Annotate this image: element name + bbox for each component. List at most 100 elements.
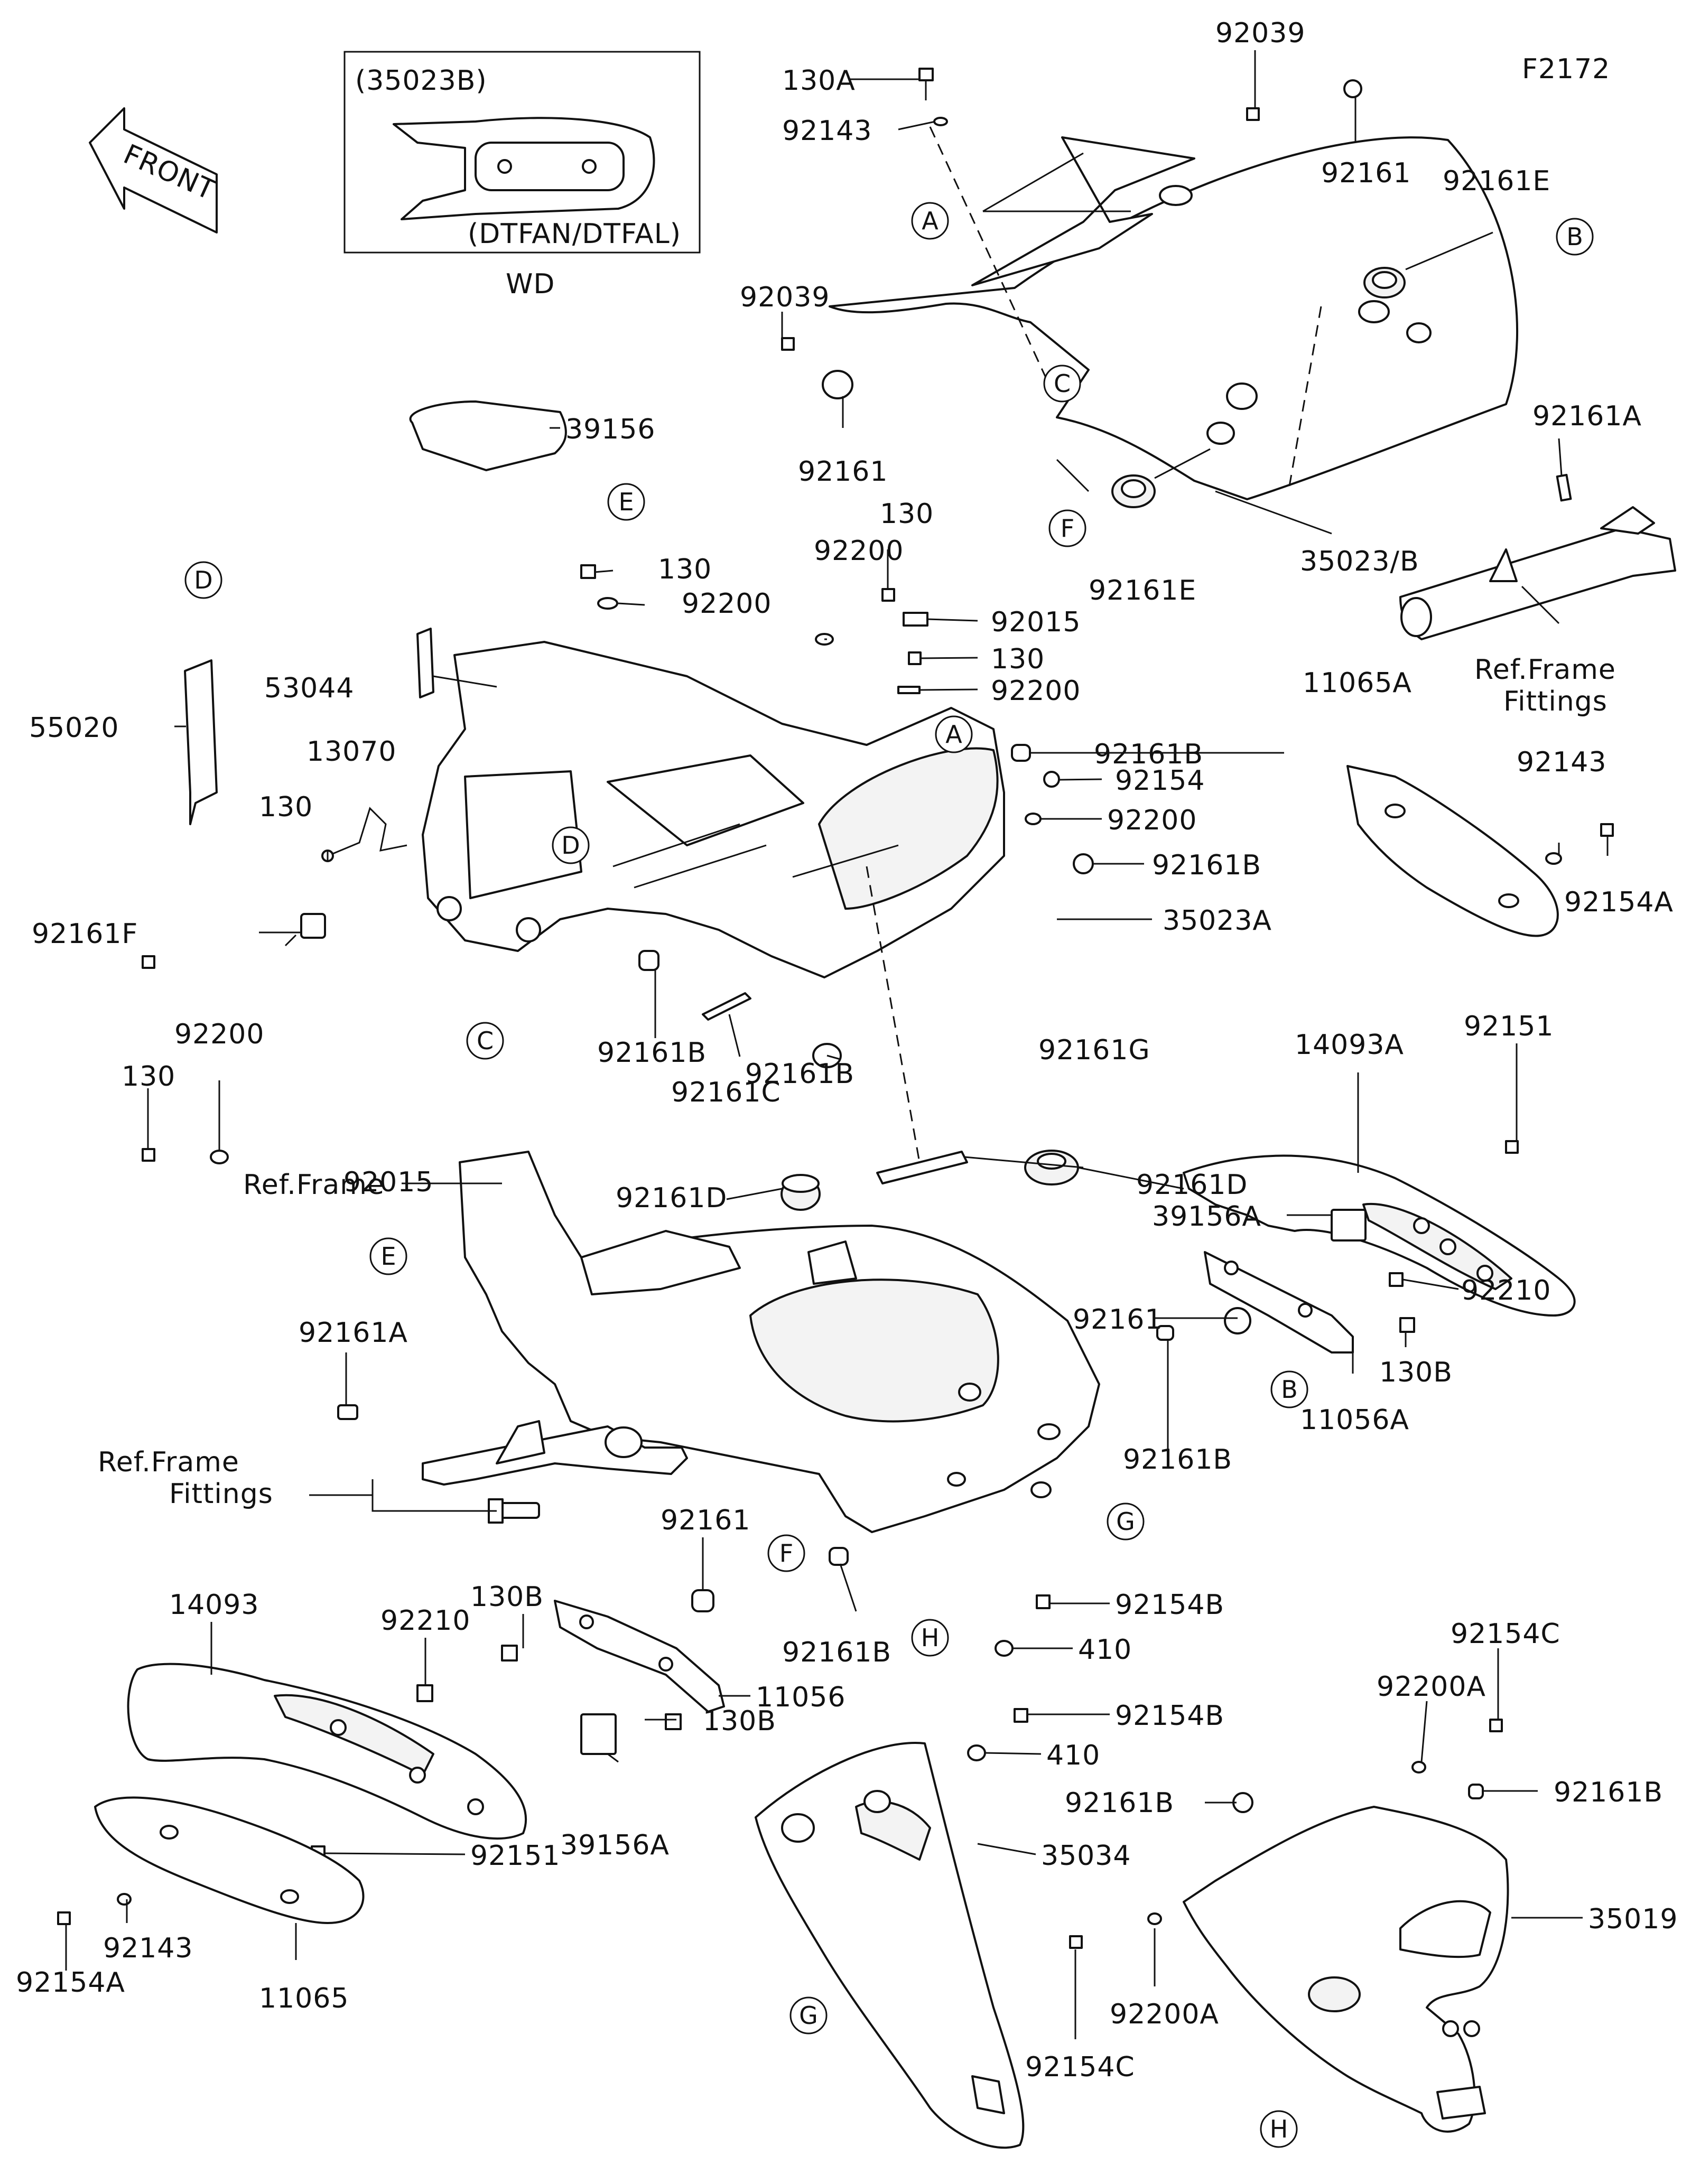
part-label: 92161G [1038, 1034, 1150, 1066]
grommet-icon [1468, 1784, 1484, 1799]
bolt-icon [665, 1713, 682, 1730]
block-part [284, 913, 326, 947]
part-label: 92161B [745, 1058, 854, 1090]
shield-part [184, 659, 218, 825]
washer-icon [1411, 1761, 1426, 1774]
washer-icon [210, 1150, 229, 1164]
bolt-icon [1600, 823, 1614, 837]
grommet-icon [638, 950, 659, 971]
part-label: 35034 [1041, 1840, 1131, 1872]
clip-icon [337, 1404, 358, 1420]
part-label: 14093A [1295, 1029, 1404, 1061]
block-part [1331, 1209, 1367, 1242]
part-label: 11056A [1300, 1404, 1409, 1436]
svg-text:D: D [561, 831, 580, 860]
part-label: 92161B [1123, 1444, 1232, 1476]
bolt-icon [580, 564, 596, 579]
figure-id: F2172 [1522, 53, 1610, 85]
bolt-icon [142, 1148, 155, 1162]
svg-text:H: H [1270, 2115, 1288, 2143]
grommet-icon [1073, 853, 1094, 874]
bolt-icon [1014, 1708, 1028, 1723]
strip-part [702, 992, 751, 1021]
part-label: 92143 [782, 115, 872, 147]
grommet-icon [1156, 1325, 1174, 1341]
grommet-icon [1363, 267, 1406, 298]
part-label: 92200A [1110, 1999, 1219, 2030]
bolt-icon [908, 651, 922, 665]
svg-text:E: E [618, 488, 634, 516]
rail-cover-left-part [94, 1796, 365, 1924]
strip-part [416, 628, 434, 698]
part-label: 130B [470, 1581, 544, 1613]
bracket-right-part [1204, 1251, 1354, 1354]
part-label: 92210 [380, 1605, 470, 1637]
part-label: 92039 [1215, 17, 1305, 49]
part-label: 92154B [1115, 1589, 1224, 1621]
svg-text:F: F [779, 1539, 793, 1567]
part-label: 92161E [1443, 165, 1550, 197]
part-label: 92200 [1107, 805, 1197, 836]
callout-B-1: B [1556, 218, 1594, 256]
callout-C-1: C [1043, 365, 1081, 403]
svg-text:F: F [1061, 514, 1074, 543]
part-label: 92161 [1321, 157, 1411, 189]
grommet-icon [1224, 1307, 1251, 1334]
rod-part [876, 1151, 968, 1184]
bolt-icon [501, 1645, 518, 1662]
front-arrow-icon: FRONT [89, 107, 220, 234]
callout-C-2: C [466, 1022, 504, 1060]
part-label: 11056 [756, 1682, 846, 1713]
part-label: 92200 [814, 535, 904, 567]
part-label: 410 [1046, 1740, 1100, 1771]
inset-box: (35023B) (DTFAN/DTFAL) [343, 51, 701, 254]
part-label: 92161 [1073, 1304, 1163, 1336]
washer-icon [995, 1640, 1014, 1657]
svg-text:H: H [921, 1623, 940, 1652]
part-label: Fittings [1503, 686, 1608, 717]
grommet-icon [1343, 79, 1362, 98]
part-label: 92143 [1517, 746, 1606, 778]
pad-part [409, 400, 567, 471]
part-label: 92154B [1115, 1700, 1224, 1732]
part-label: 39156 [565, 414, 655, 445]
part-labels: 130A 92039 92143 92161 92161E 92039 9216… [16, 17, 1678, 2083]
grommet-icon [829, 1547, 849, 1566]
part-label: 35019 [1588, 1903, 1678, 1935]
grab-rail-left-part [127, 1663, 527, 1840]
clamp-part [321, 807, 407, 862]
part-label: Fittings [169, 1478, 273, 1510]
frame-fitting-right-part [1399, 506, 1676, 640]
grommet-icon [822, 370, 853, 399]
part-label: 92161B [1554, 1777, 1663, 1808]
part-label: 92161F [32, 918, 138, 950]
callout-D-1: D [184, 561, 222, 599]
part-label: 11065 [259, 1983, 349, 2014]
part-label: 92161D [1136, 1169, 1248, 1201]
part-label: 92161B [1065, 1787, 1174, 1819]
clip-icon [903, 612, 928, 627]
part-label: 92161 [661, 1505, 750, 1536]
part-label: 92151 [470, 1840, 560, 1872]
part-label: 92161B [782, 1637, 891, 1668]
clip-icon [416, 1684, 433, 1702]
svg-text:C: C [477, 1026, 494, 1055]
part-label: 92039 [740, 282, 830, 313]
part-label: 14093 [169, 1589, 259, 1621]
frame-fitting-left-part [422, 1420, 688, 1486]
washer-icon [933, 117, 948, 126]
callout-E-1: E [607, 483, 645, 521]
svg-text:D: D [194, 566, 212, 594]
callout-G-1: G [1107, 1502, 1145, 1541]
part-label: 92015 [991, 606, 1081, 638]
bolt-icon [1246, 107, 1260, 121]
bracket-left-part [554, 1600, 725, 1713]
washer-icon [967, 1744, 986, 1761]
part-label: 92161A [299, 1317, 408, 1349]
part-label: 13070 [306, 736, 396, 768]
svg-text:E: E [380, 1242, 396, 1271]
bolt-icon [1036, 1594, 1051, 1609]
grommet-icon [1024, 1150, 1079, 1186]
bolt-icon [881, 588, 895, 602]
